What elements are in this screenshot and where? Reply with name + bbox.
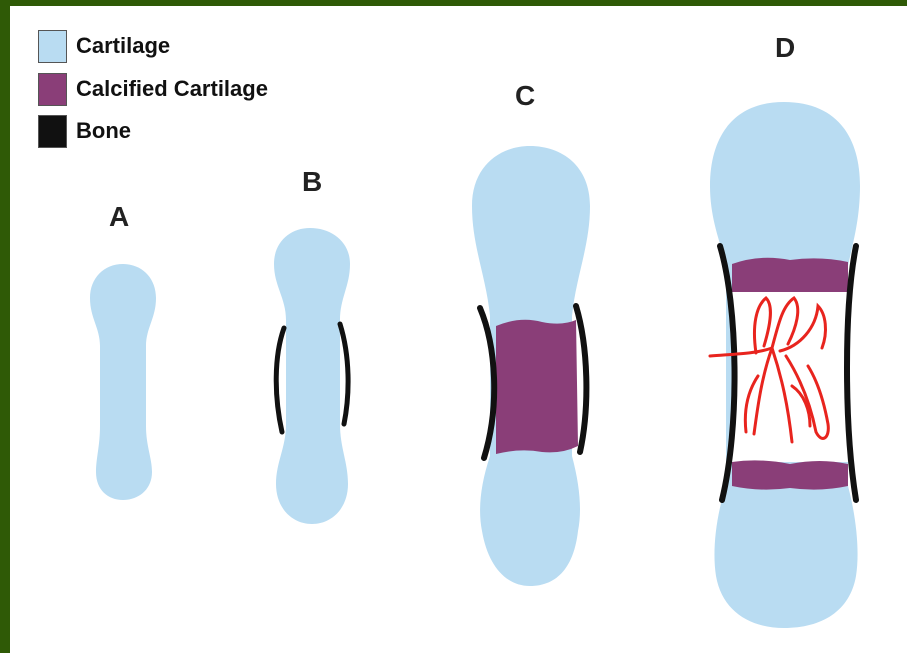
stage-d-bone-collar-right	[847, 246, 856, 500]
stage-b-bone-collar-left	[276, 328, 284, 432]
diagram-canvas: Cartilage Calcified Cartilage Bone A B C…	[10, 6, 907, 653]
stage-d-calcified-cartilage-lower	[732, 460, 848, 489]
stage-c-calcified-cartilage	[496, 320, 578, 454]
stage-d-calcified-cartilage-upper	[732, 258, 848, 296]
stage-a-cartilage-model	[90, 264, 156, 500]
bone-development-illustration	[10, 6, 907, 653]
stage-b-cartilage-model	[274, 228, 350, 524]
stage-d-cartilage-model	[710, 102, 860, 628]
stage-c-cartilage-model	[472, 146, 590, 586]
stage-b-bone-collar-right	[340, 324, 348, 424]
